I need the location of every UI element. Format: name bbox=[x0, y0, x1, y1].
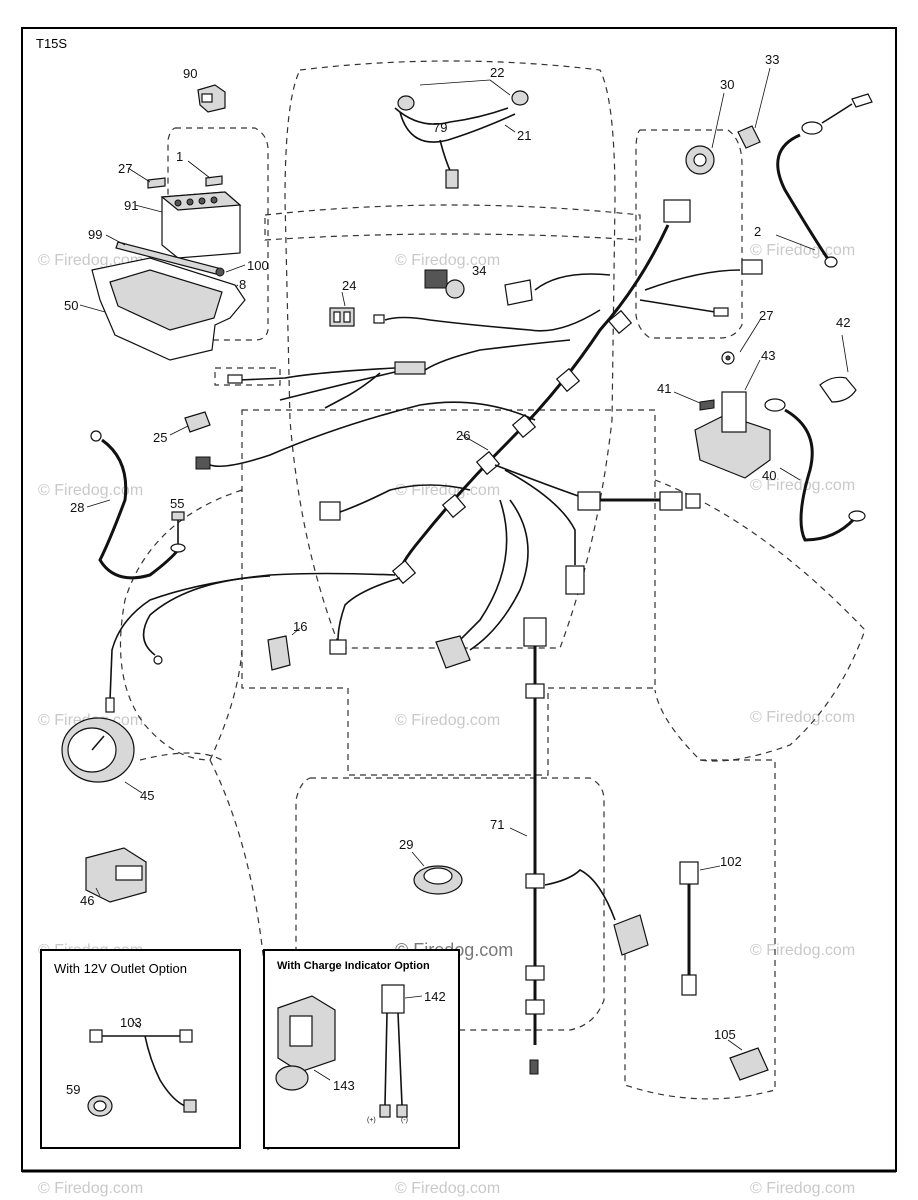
watermark: © Firedog.com bbox=[750, 942, 855, 959]
part-number-label: 105 bbox=[714, 1027, 736, 1042]
part-number-label: 16 bbox=[293, 619, 307, 634]
part-number-label: 143 bbox=[333, 1078, 355, 1093]
part-number-label: 99 bbox=[88, 227, 102, 242]
part-90-connector: 90 bbox=[183, 66, 226, 113]
part-number-label: 24 bbox=[342, 278, 356, 293]
part-number-label: 40 bbox=[762, 468, 776, 483]
part-55-bolt: 55 bbox=[170, 496, 186, 553]
part-33-key: 33 bbox=[737, 52, 779, 149]
part-number-label: 79 bbox=[433, 120, 447, 135]
watermark: © Firedog.com bbox=[395, 712, 500, 729]
tractor-outline bbox=[119, 60, 866, 1151]
part-45-gauge: 45 bbox=[61, 717, 154, 803]
watermark: © Firedog.com bbox=[750, 242, 855, 259]
watermark: © Firedog.com bbox=[38, 482, 143, 499]
inset-outlet-title: With 12V Outlet Option bbox=[54, 961, 187, 976]
part-43-solenoid: 43 41 bbox=[657, 348, 775, 479]
part-91-strap: 99 bbox=[88, 227, 219, 275]
part-102-connector: 102 bbox=[679, 854, 742, 996]
part-number-label: 21 bbox=[517, 128, 531, 143]
part-number-label: 71 bbox=[490, 817, 504, 832]
part-number-label: 28 bbox=[70, 500, 84, 515]
watermark: © Firedog.com bbox=[750, 1180, 855, 1197]
part-number-label: 142 bbox=[424, 989, 446, 1004]
inset-12v-outlet: With 12V Outlet Option 103 59 bbox=[40, 949, 241, 1149]
part-number-label: 55 bbox=[170, 496, 184, 511]
part-number-label: 45 bbox=[140, 788, 154, 803]
part-number-label: 102 bbox=[720, 854, 742, 869]
part-number-label: 2 bbox=[754, 224, 761, 239]
part-number-label: 29 bbox=[399, 837, 413, 852]
part-number-label: 30 bbox=[720, 77, 734, 92]
watermark: © Firedog.com bbox=[750, 709, 855, 726]
part-34-relay: 24 bbox=[329, 278, 356, 327]
part-number-label: 26 bbox=[456, 428, 470, 443]
inset-charge-title: With Charge Indicator Option bbox=[277, 960, 430, 972]
part-number-label: 103 bbox=[120, 1015, 142, 1030]
watermark: © Firedog.com bbox=[395, 252, 500, 269]
part-number-label: 46 bbox=[80, 893, 94, 908]
watermark: © Firedog.com bbox=[750, 477, 855, 494]
part-28-cable: 28 bbox=[70, 430, 180, 580]
inset-charge-indicator: With Charge Indicator Option 143 (+) (-)… bbox=[263, 949, 460, 1149]
part-number-label: 27 bbox=[759, 308, 773, 323]
part-number-label: 91 bbox=[124, 198, 138, 213]
part-headlight-harness: 22 79 21 bbox=[394, 65, 531, 189]
part-number-label: 100 bbox=[247, 258, 269, 273]
watermark: © Firedog.com bbox=[395, 482, 500, 499]
part-number-label: 43 bbox=[761, 348, 775, 363]
watermark: © Firedog.com bbox=[38, 1180, 143, 1197]
terminal-positive: (+) bbox=[367, 1117, 376, 1124]
part-26-fuse: 25 bbox=[153, 411, 211, 445]
part-number-label: 22 bbox=[490, 65, 504, 80]
part-16-relay: 16 bbox=[267, 619, 307, 671]
part-30-ignition-switch: 30 bbox=[685, 77, 734, 175]
part-number-label: 1 bbox=[176, 149, 183, 164]
diagram-code: T15S bbox=[36, 36, 67, 51]
terminal-negative: (-) bbox=[401, 1117, 408, 1124]
part-number-label: 50 bbox=[64, 298, 78, 313]
part-number-label: 25 bbox=[153, 430, 167, 445]
part-number-label: 33 bbox=[765, 52, 779, 67]
part-25-cable: 40 bbox=[762, 398, 866, 542]
watermark: © Firedog.com bbox=[395, 1180, 500, 1197]
part-27-washer: 27 bbox=[721, 308, 773, 365]
part-battery-assembly: 27 1 91 bbox=[118, 149, 242, 259]
part-number-label: 41 bbox=[657, 381, 671, 396]
part-number-label: 59 bbox=[66, 1082, 80, 1097]
part-number-label: 42 bbox=[836, 315, 850, 330]
part-42-boot: 42 bbox=[819, 315, 857, 403]
part-46-hourmeter: 46 bbox=[80, 847, 147, 908]
part-number-label: 27 bbox=[118, 161, 132, 176]
part-24-battery-cable: 2 bbox=[754, 93, 873, 268]
part-29-horn: 29 bbox=[399, 837, 463, 895]
part-number-label: 34 bbox=[472, 263, 486, 278]
part-number-label: 8 bbox=[239, 277, 246, 292]
part-40-main-harness: 26 bbox=[105, 199, 763, 713]
part-8-battery-tray: 50 bbox=[64, 257, 246, 361]
part-50-switch: 34 bbox=[424, 263, 486, 299]
part-71-harness: 71 bbox=[490, 617, 649, 1075]
part-105-switch: 105 bbox=[714, 1027, 769, 1081]
part-number-label: 90 bbox=[183, 66, 197, 81]
